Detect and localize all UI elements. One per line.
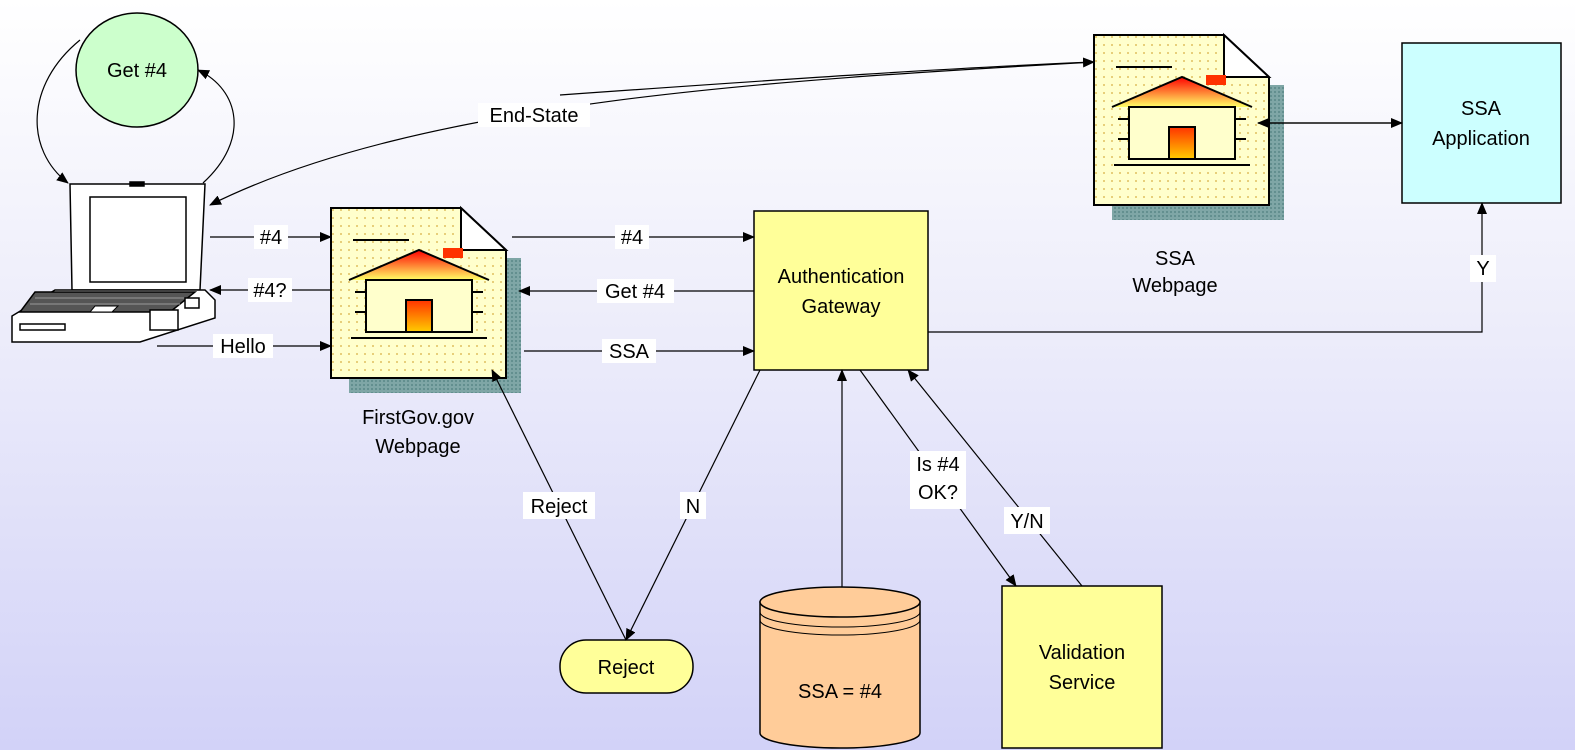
reject-terminal: Reject <box>559 639 694 694</box>
loop-arrow-right <box>197 69 235 184</box>
label-yn: Y/N <box>1010 511 1043 533</box>
label-end-state: End-State <box>490 105 579 127</box>
gateway-label-line1: Authentication <box>778 266 905 288</box>
ssa-app-label-line1: SSA <box>1461 98 1502 120</box>
get4-circle: Get #4 <box>75 12 199 128</box>
label-gateway-to-firstgov: Get #4 <box>605 281 665 303</box>
label-firstgov-to-laptop: #4? <box>253 280 286 302</box>
end-state-arrow-to-ssa-page <box>559 57 1095 96</box>
label-gateway-to-reject: N <box>686 496 700 518</box>
label-is4ok-line1: Is #4 <box>916 454 959 476</box>
validation-label-line1: Validation <box>1039 642 1125 664</box>
label-laptop-to-firstgov: #4 <box>260 227 282 249</box>
ssa-application-box: SSA Application <box>1401 42 1562 204</box>
arrow-validation-to-gateway <box>907 369 1083 587</box>
ssa-webpage-document-icon <box>1093 34 1285 221</box>
laptop-icon <box>11 181 216 343</box>
label-ssa: SSA <box>609 341 650 363</box>
ssa-page-caption-line2: Webpage <box>1132 275 1217 297</box>
label-gateway-to-app: Y <box>1476 258 1489 280</box>
label-hello: Hello <box>220 336 266 358</box>
firstgov-caption-line1: FirstGov.gov <box>362 407 474 429</box>
firstgov-webpage-document-icon <box>330 207 522 394</box>
end-state-arrow-to-laptop <box>209 61 1095 206</box>
ssa-app-label-line2: Application <box>1432 128 1530 150</box>
ssa-page-caption-line1: SSA <box>1155 248 1196 270</box>
label-reject-to-firstgov: Reject <box>531 496 588 518</box>
database-label: SSA = #4 <box>798 681 882 703</box>
firstgov-caption-line2: Webpage <box>375 436 460 458</box>
label-is4ok-line2: OK? <box>918 482 958 504</box>
gateway-label-line2: Gateway <box>802 296 881 318</box>
authentication-gateway-box: Authentication Gateway <box>753 210 929 371</box>
loop-arrow-left <box>36 39 81 184</box>
validation-label-line2: Service <box>1049 672 1116 694</box>
arrow-gateway-to-app <box>928 202 1487 333</box>
get4-circle-label: Get #4 <box>107 60 167 82</box>
database-icon: SSA = #4 <box>759 586 921 749</box>
label-firstgov-to-gateway: #4 <box>621 227 643 249</box>
validation-service-box: Validation Service <box>1001 585 1163 749</box>
edge-labels: End-State #4 #4? Hello #4 Get #4 SSA Y N… <box>213 103 1496 534</box>
reject-terminal-label: Reject <box>598 657 655 679</box>
